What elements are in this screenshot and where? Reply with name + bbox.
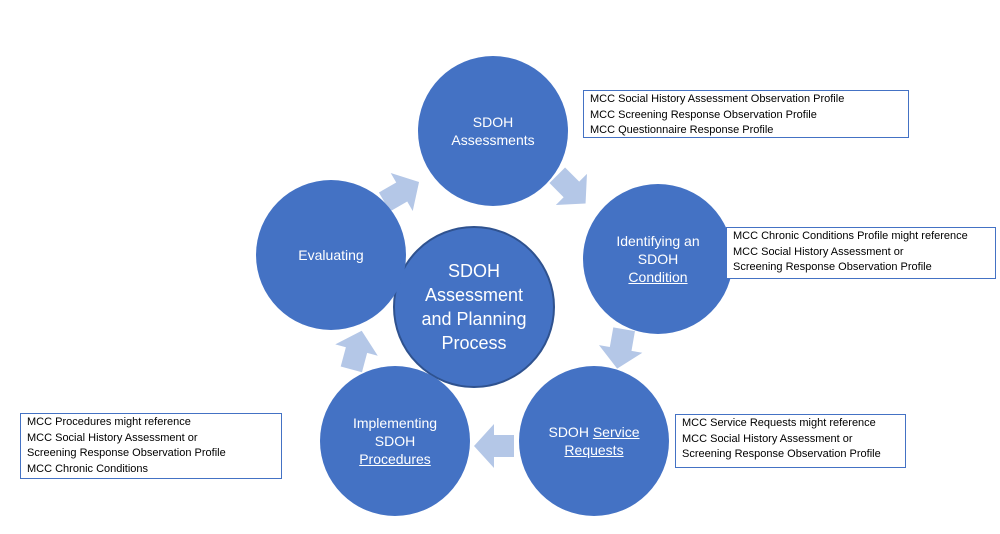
procedures-line-1: Implementing xyxy=(352,415,438,431)
procedures-note-line-3: Screening Response Observation Profile xyxy=(27,447,226,459)
arrow-procedures-to-evaluating xyxy=(335,330,378,373)
service-note: MCC Service Requests might reference MCC… xyxy=(675,414,906,468)
procedures-note-line-4: MCC Chronic Conditions xyxy=(27,462,149,475)
assessments-note-line-2: MCC Screening Response Observation Profi… xyxy=(590,108,817,121)
condition-note-line-2: MCC Social History Assessment or xyxy=(733,245,904,258)
arrow-service-to-procedures xyxy=(474,424,514,468)
assessments-line-1: SDOH xyxy=(472,114,514,130)
arrow-condition-to-service xyxy=(598,327,643,369)
procedures-node: Implementing SDOH Procedures xyxy=(320,366,470,516)
evaluating-label: Evaluating xyxy=(298,247,364,263)
service-link[interactable]: Service xyxy=(592,424,640,440)
procedures-note-line-2: MCC Social History Assessment or xyxy=(27,431,198,444)
service-note-line-3: Screening Response Observation Profile xyxy=(682,448,881,460)
service-prefix: SDOH xyxy=(548,424,589,440)
condition-note-line-1: MCC Chronic Conditions Profile might ref… xyxy=(733,230,968,242)
assessments-note-line-1: MCC Social History Assessment Observatio… xyxy=(590,93,845,105)
center-line-1: SDOH xyxy=(447,261,500,281)
procedures-note-line-1: MCC Procedures might reference xyxy=(27,416,191,428)
requests-link[interactable]: Requests xyxy=(564,442,624,458)
condition-note: MCC Chronic Conditions Profile might ref… xyxy=(726,227,996,279)
center-line-2: Assessment xyxy=(424,285,524,305)
procedures-link[interactable]: Procedures xyxy=(359,451,431,467)
center-line-4: Process xyxy=(441,333,507,353)
arrow-assessments-to-condition xyxy=(549,167,587,205)
assessments-note: MCC Social History Assessment Observatio… xyxy=(583,90,909,138)
condition-link[interactable]: Condition xyxy=(628,269,688,285)
condition-note-line-3: Screening Response Observation Profile xyxy=(733,261,932,273)
service-note-line-2: MCC Social History Assessment or xyxy=(682,432,853,445)
procedures-line-2: SDOH xyxy=(374,433,416,449)
arrow-evaluating-to-assessments xyxy=(378,172,420,212)
assessments-note-line-3: MCC Questionnaire Response Profile xyxy=(590,124,774,136)
condition-line-2: SDOH xyxy=(637,251,679,267)
assessments-node: SDOH Assessments xyxy=(418,56,568,206)
procedures-note: MCC Procedures might reference MCC Socia… xyxy=(20,413,282,479)
evaluating-node: Evaluating xyxy=(256,180,406,330)
service-requests-node: SDOH Service Requests xyxy=(519,366,669,516)
center-line-3: and Planning xyxy=(421,309,527,329)
assessments-line-2: Assessments xyxy=(451,132,535,148)
condition-node: Identifying an SDOH Condition xyxy=(583,184,733,334)
service-line-1: SDOH Service xyxy=(548,423,639,441)
center-process-node: SDOH Assessment and Planning Process xyxy=(393,226,555,388)
condition-line-1: Identifying an xyxy=(616,233,700,249)
service-note-line-1: MCC Service Requests might reference xyxy=(682,417,876,429)
